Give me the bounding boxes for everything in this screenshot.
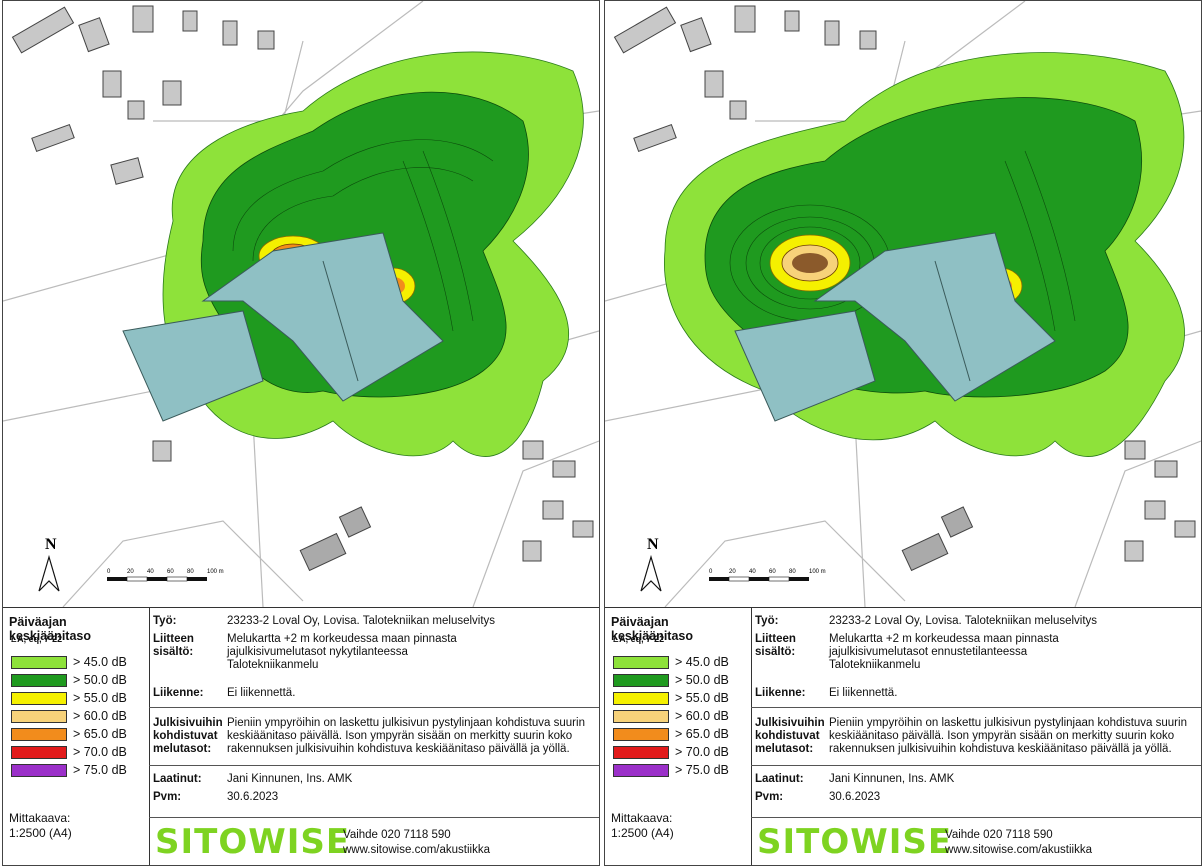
legend-swatch [613,745,669,759]
north-label: N [45,536,57,553]
sitowise-logo: SITOWISE [757,822,953,862]
legend-swatch [613,673,669,687]
svg-text:80: 80 [789,569,796,575]
info-block: Työ:23233-2 Loval Oy, Lovisa. Taloteknii… [149,607,599,865]
legend-swatch [613,691,669,705]
svg-text:20: 20 [127,569,134,575]
sitowise-logo: SITOWISE [155,822,351,862]
north-label: N [647,536,659,553]
svg-text:80: 80 [187,569,194,575]
svg-text:60: 60 [167,569,174,575]
legend-item: > 65.0 dB [613,727,729,741]
legend-item: > 45.0 dB [11,655,127,669]
info-laatinut: Laatinut:Jani Kinnunen, Ins. AMK [755,773,955,785]
svg-text:0: 0 [709,569,713,575]
legend-item: > 45.0 dB [613,655,729,669]
legend-item: > 50.0 dB [613,673,729,687]
legend-swatch [613,727,669,741]
info-julkisivu: Julkisivuihin kohdistuvat melutasot:Pien… [755,717,1187,755]
legend-item: > 75.0 dB [11,763,127,777]
legend-swatch [11,655,67,669]
noise-map-sheet-forecast: N 0 20 40 60 80 100 m Päiväajan keskiään… [604,0,1202,866]
legend-swatch [613,709,669,723]
legend-index: LA, eq, 7-22 [11,633,63,645]
info-liitteen: Liitteen sisältö:Melukartta +2 m korkeud… [755,633,1059,671]
scale-bar: 0 20 40 60 80 100 m [709,569,826,582]
legend-swatch [613,655,669,669]
contact: Vaihde 020 7118 590 www.sitowise.com/aku… [945,829,1092,856]
svg-text:20: 20 [729,569,736,575]
legend-index: LA, eq, 7-22 [613,633,665,645]
scale-info: Mittakaava: 1:2500 (A4) [611,811,674,840]
legend-item: > 75.0 dB [613,763,729,777]
legend-title: Päiväajan keskiäänitaso [9,615,91,643]
legend-item: > 70.0 dB [613,745,729,759]
scale-info: Mittakaava: 1:2500 (A4) [9,811,72,840]
legend-swatch [11,763,67,777]
north-arrow-icon [38,554,60,592]
info-tyo: Työ:23233-2 Loval Oy, Lovisa. Taloteknii… [153,615,496,627]
scale-bar: 0 20 40 60 80 100 m [107,569,224,582]
legend-swatch [613,763,669,777]
svg-text:60: 60 [769,569,776,575]
info-laatinut: Laatinut:Jani Kinnunen, Ins. AMK [153,773,353,785]
svg-text:40: 40 [749,569,756,575]
info-julkisivu: Julkisivuihin kohdistuvat melutasot:Pien… [153,717,585,755]
legend: Päiväajan keskiäänitaso LA, eq, 7-22 > 4… [605,607,752,865]
footer: SITOWISE Vaihde 020 7118 590 www.sitowis… [149,817,599,865]
legend-swatch [11,727,67,741]
legend-item: > 60.0 dB [613,709,729,723]
legend-item: > 65.0 dB [11,727,127,741]
svg-text:40: 40 [147,569,154,575]
svg-text:100 m: 100 m [207,569,224,575]
contact: Vaihde 020 7118 590 www.sitowise.com/aku… [343,829,490,856]
legend-swatch [11,691,67,705]
legend-item: > 55.0 dB [613,691,729,705]
info-pvm: Pvm:30.6.2023 [755,791,881,803]
footer: SITOWISE Vaihde 020 7118 590 www.sitowis… [751,817,1201,865]
info-liitteen: Liitteen sisältö:Melukartta +2 m korkeud… [153,633,457,671]
noise-map-sheet-current: N 0 20 40 60 80 100 m Päiväajan keskiään… [2,0,600,866]
legend-title: Päiväajan keskiäänitaso [611,615,693,643]
legend-swatch [11,745,67,759]
svg-text:0: 0 [107,569,111,575]
info-tyo: Työ:23233-2 Loval Oy, Lovisa. Taloteknii… [755,615,1098,627]
legend: Päiväajan keskiäänitaso LA, eq, 7-22 > 4… [3,607,150,865]
noise-map-current: N 0 20 40 60 80 100 m [3,1,599,608]
info-pvm: Pvm:30.6.2023 [153,791,279,803]
legend-swatch [11,709,67,723]
north-arrow-icon [640,554,662,592]
noise-map-forecast: N 0 20 40 60 80 100 m [605,1,1201,608]
info-liikenne: Liikenne:Ei liikennettä. [755,687,898,699]
legend-swatch [11,673,67,687]
legend-item: > 60.0 dB [11,709,127,723]
svg-text:100 m: 100 m [809,569,826,575]
legend-item: > 50.0 dB [11,673,127,687]
info-block: Työ:23233-2 Loval Oy, Lovisa. Taloteknii… [751,607,1201,865]
legend-item: > 70.0 dB [11,745,127,759]
info-liikenne: Liikenne:Ei liikennettä. [153,687,296,699]
legend-item: > 55.0 dB [11,691,127,705]
map-canvas: N 0 20 40 60 80 100 m [605,1,1201,607]
map-canvas: N 0 20 40 60 80 100 m [3,1,599,607]
